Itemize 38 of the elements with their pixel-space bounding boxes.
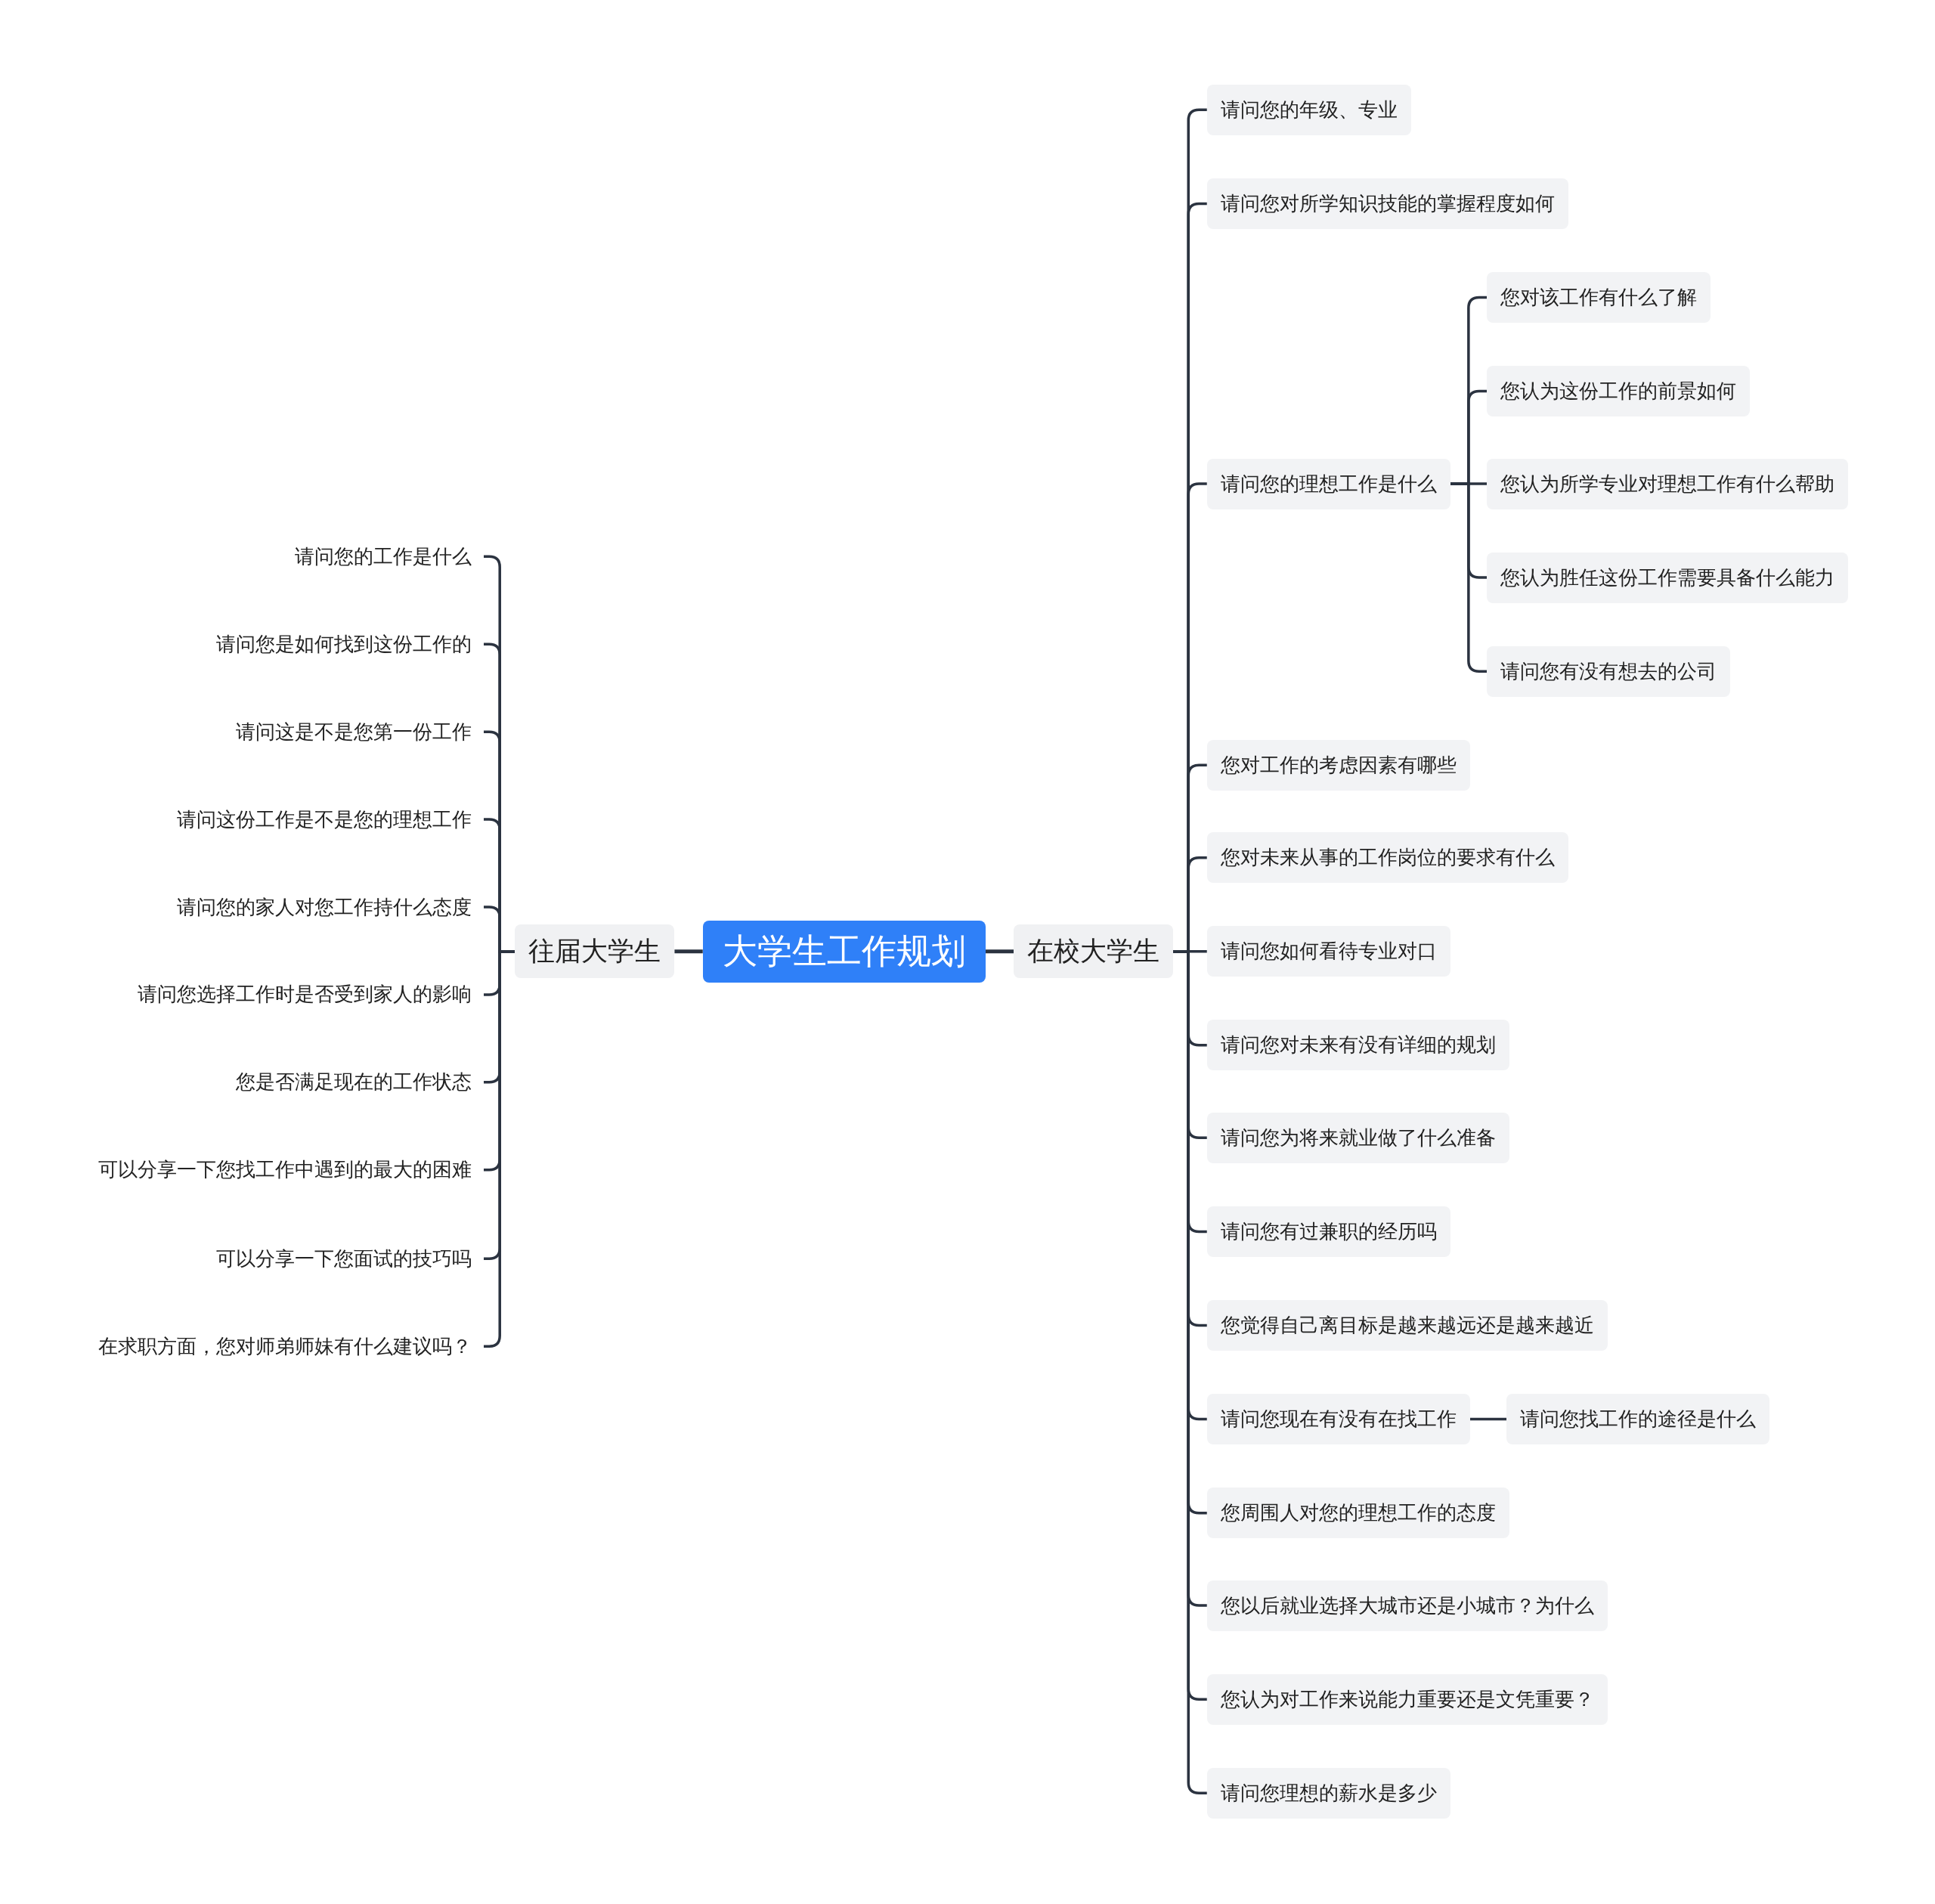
branch-box: 在校大学生: [1014, 924, 1173, 979]
connector-line: [1469, 1417, 1507, 1421]
topic-text: 请问这份工作是不是您的理想工作: [171, 800, 484, 839]
topic-box: 您对未来从事的工作岗位的要求有什么: [1206, 832, 1568, 884]
topic-box: 您认为所学专业对理想工作有什么帮助: [1487, 458, 1849, 509]
topic-box: 请问您对所学知识技能的掌握程度如何: [1206, 178, 1568, 229]
topic-box: 请问您理想的薪水是多少: [1206, 1767, 1450, 1819]
topic-box: 请问您为将来就业做了什么准备: [1206, 1112, 1509, 1163]
topic-box: 您认为胜任这份工作需要具备什么能力: [1487, 552, 1849, 603]
topic-box: 您认为这份工作的前景如何: [1487, 366, 1751, 417]
central-topic-box: 大学生工作规划: [702, 920, 986, 983]
topic-box: 请问您对未来有没有详细的规划: [1206, 1020, 1509, 1071]
topic-box: 请问您有没有想去的公司: [1487, 646, 1731, 697]
topic-text: 请问您的家人对您工作持什么态度: [171, 887, 484, 927]
topic-box: 请问您的年级、专业: [1206, 84, 1411, 135]
topic-text: 您是否满足现在的工作状态: [230, 1063, 484, 1102]
topic-box: 您认为对工作来说能力重要还是文凭重要？: [1206, 1673, 1608, 1725]
topic-text: 请问您的工作是什么: [289, 537, 484, 576]
connector-line: [674, 949, 703, 954]
topic-text: 在求职方面，您对师弟师妹有什么建议吗？: [92, 1327, 484, 1366]
topic-text: 可以分享一下您面试的技巧吗: [210, 1239, 484, 1278]
topic-box: 请问您找工作的途径是什么: [1506, 1394, 1770, 1445]
topic-box: 请问您现在有没有在找工作: [1206, 1394, 1470, 1445]
topic-text: 请问您是如何找到这份工作的: [210, 624, 484, 664]
topic-box: 您对工作的考虑因素有哪些: [1206, 739, 1470, 791]
connector-line: [1450, 482, 1488, 673]
topic-box: 您以后就业选择大城市还是小城市？为什么: [1206, 1580, 1608, 1631]
topic-text: 请问您选择工作时是否受到家人的影响: [132, 975, 484, 1014]
topic-box: 您周围人对您的理想工作的态度: [1206, 1488, 1509, 1539]
topic-box: 请问您有过兼职的经历吗: [1206, 1206, 1450, 1257]
topic-box: 您对该工作有什么了解: [1487, 271, 1711, 323]
topic-text: 可以分享一下您找工作中遇到的最大的困难: [92, 1150, 484, 1190]
branch-box: 往届大学生: [515, 924, 675, 979]
topic-box: 请问您如何看待专业对口: [1206, 926, 1450, 977]
topic-text: 请问这是不是您第一份工作: [230, 712, 484, 751]
topic-box: 您觉得自己离目标是越来越远还是越来越近: [1206, 1299, 1608, 1351]
topic-box: 请问您的理想工作是什么: [1206, 458, 1450, 509]
connector-line: [985, 949, 1014, 954]
